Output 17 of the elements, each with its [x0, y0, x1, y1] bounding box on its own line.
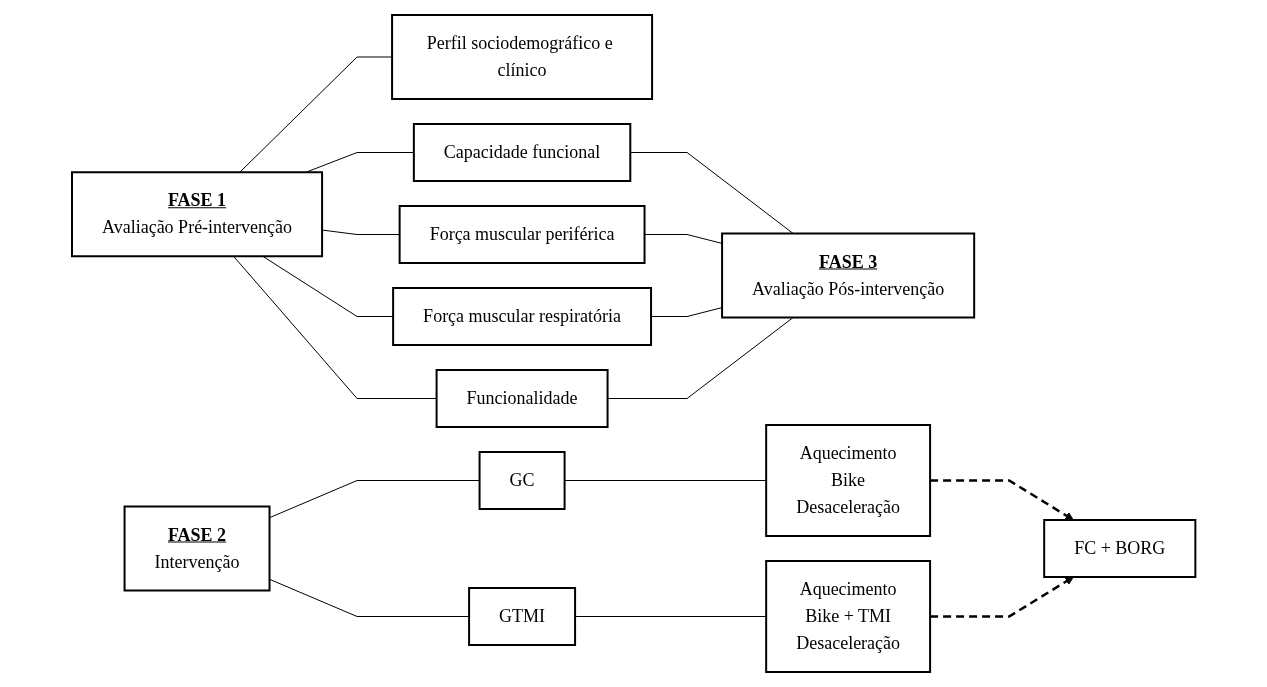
arrow: [929, 576, 1074, 618]
node-box: Aquecimento Bike Desaceleração: [765, 424, 931, 537]
connector: [232, 255, 437, 399]
node-box: FC + BORG: [1043, 519, 1197, 578]
node-box: FASE 3 Avaliação Pós-intervenção: [720, 232, 975, 319]
node-box: Força muscular periférica: [398, 205, 646, 264]
node-box: FASE 2 Intervenção: [123, 505, 271, 592]
connector: [321, 229, 400, 235]
node-box: Capacidade funcional: [412, 123, 632, 182]
node-box: Funcionalidade: [435, 369, 609, 428]
node-box: GC: [478, 451, 566, 510]
node-box: Força muscular respiratória: [391, 287, 652, 346]
arrow: [929, 479, 1074, 521]
node-box: Aquecimento Bike + TMI Desaceleração: [765, 560, 931, 673]
node-box: Perfil sociodemográfico e clínico: [390, 14, 653, 100]
node-box: FASE 1 Avaliação Pré-intervenção: [70, 171, 323, 258]
node-box: GTMI: [467, 587, 576, 646]
